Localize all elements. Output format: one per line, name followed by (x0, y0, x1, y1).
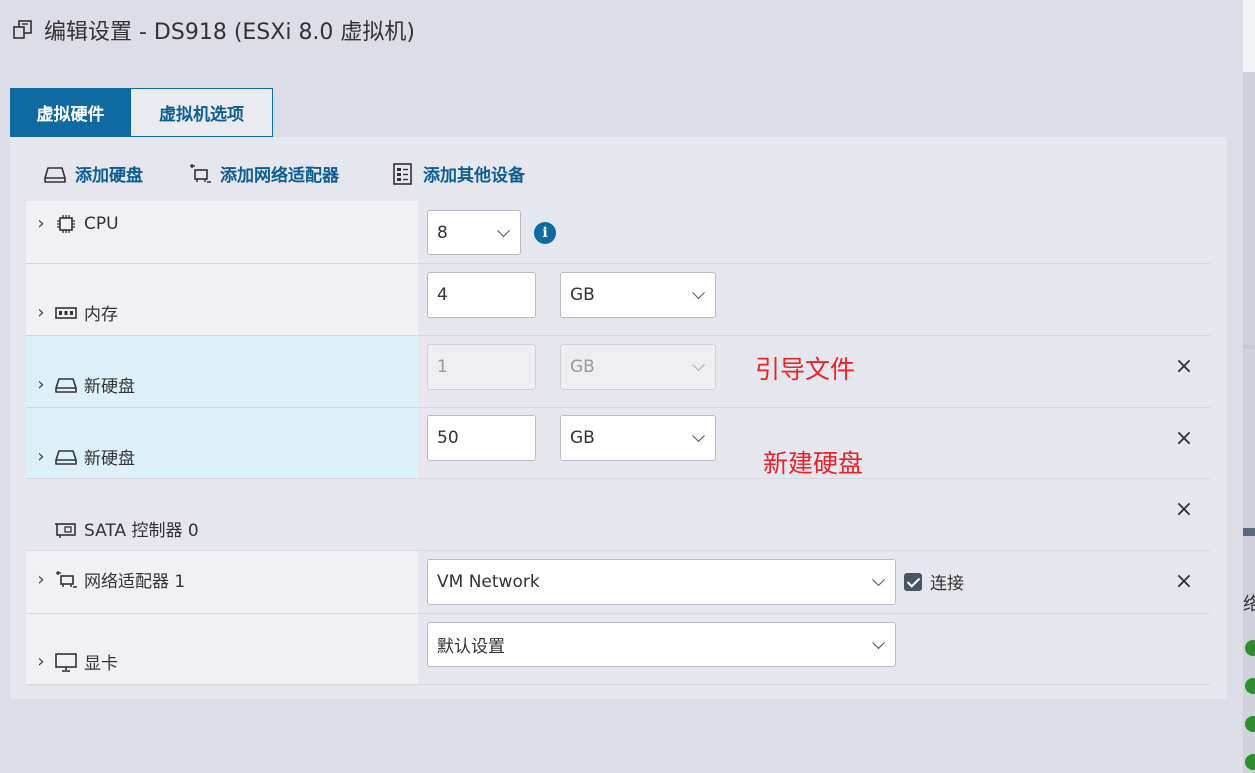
row-label-memory[interactable]: › 内存 (34, 300, 118, 325)
disk-2-unit-value: GB (570, 428, 595, 448)
table-row-disk-1: › 新硬盘 1 GB 引导文件 × (26, 336, 1210, 408)
tab-vm-options[interactable]: 虚拟机选项 (131, 88, 273, 137)
memory-unit-value: GB (570, 285, 595, 305)
chevron-down-icon (692, 429, 705, 443)
new-disk-annotation: 新建硬盘 (763, 449, 864, 478)
chevron-down-icon (872, 635, 885, 649)
row-label-disk-2[interactable]: › 新硬盘 (34, 444, 135, 469)
table-row-memory: › 内存 4 GB (26, 264, 1210, 336)
cpu-count-select[interactable]: 8 (427, 210, 521, 255)
memory-size-input[interactable]: 4 (427, 272, 536, 318)
status-ok-icon (1245, 754, 1255, 770)
disk-1-size-value: 1 (437, 357, 448, 377)
disk-1-label: 新硬盘 (84, 377, 135, 397)
other-device-icon (391, 162, 415, 185)
hard-disk-icon (54, 447, 78, 467)
network-adapter-label: 网络适配器 1 (84, 572, 186, 592)
dialog-header: 编辑设置 - DS918 (ESXi 8.0 虚拟机) (12, 14, 415, 46)
table-row-display: › 显卡 默认设置 (26, 614, 1210, 685)
disk-1-unit-value: GB (570, 357, 595, 377)
network-select-value: VM Network (437, 572, 540, 592)
close-icon[interactable]: × (1174, 354, 1194, 379)
row-label-sata-controller: SATA 控制器 0 (34, 516, 199, 541)
cpu-count-value: 8 (437, 222, 448, 243)
hard-disk-icon (54, 375, 78, 395)
row-label-disk-1[interactable]: › 新硬盘 (34, 372, 135, 397)
disk-2-size-input[interactable]: 50 (427, 415, 536, 461)
table-row-network-adapter: › 网络适配器 1 VM Network (26, 551, 1210, 614)
vm-settings-icon (12, 19, 34, 41)
tab-virtual-hardware[interactable]: 虚拟硬件 (10, 88, 131, 137)
close-icon[interactable]: × (1174, 497, 1194, 522)
table-row-sata-controller: SATA 控制器 0 × (26, 479, 1210, 551)
disk-1-unit-select[interactable]: GB (560, 344, 716, 390)
status-ok-icon (1245, 716, 1255, 732)
disk-2-unit-select[interactable]: GB (560, 415, 716, 461)
sata-controller-label: SATA 控制器 0 (84, 521, 199, 541)
close-icon[interactable]: × (1174, 426, 1194, 451)
chevron-right-icon[interactable]: › (37, 213, 45, 234)
chevron-right-icon[interactable]: › (37, 374, 45, 395)
disk-2-label: 新硬盘 (84, 449, 135, 469)
memory-icon (54, 303, 78, 323)
cpu-icon (54, 214, 78, 234)
chevron-down-icon (497, 223, 510, 237)
hardware-toolbar: 添加硬盘 添加网络适配器 (43, 161, 525, 186)
status-ok-icon (1245, 640, 1255, 656)
cpu-label: CPU (84, 213, 119, 234)
row-label-display[interactable]: › 显卡 (34, 649, 118, 674)
network-adapter-icon (54, 570, 78, 590)
network-select[interactable]: VM Network (427, 559, 896, 605)
add-network-adapter-label: 添加网络适配器 (220, 166, 339, 186)
chevron-right-icon[interactable]: › (37, 446, 45, 467)
chevron-down-icon (692, 286, 705, 300)
background-window-strip: 络 (1243, 0, 1255, 773)
chevron-right-icon[interactable]: › (37, 569, 45, 590)
hard-disk-icon (43, 163, 67, 185)
hardware-panel: 添加硬盘 添加网络适配器 (10, 137, 1227, 699)
network-adapter-icon (188, 163, 212, 185)
display-settings-value: 默认设置 (437, 637, 505, 657)
memory-label: 内存 (84, 305, 118, 325)
dialog-title: 编辑设置 - DS918 (ESXi 8.0 虚拟机) (44, 20, 416, 45)
table-row-disk-2: › 新硬盘 50 GB 新建硬盘 × (26, 408, 1210, 479)
add-other-device-button[interactable]: 添加其他设备 (391, 161, 525, 186)
memory-unit-select[interactable]: GB (560, 272, 716, 318)
table-row-cpu: › CPU 8 i (26, 201, 1210, 264)
storage-controller-icon (54, 519, 78, 539)
display-label: 显卡 (84, 654, 118, 674)
chevron-right-icon[interactable]: › (37, 302, 45, 323)
disk-1-size-input[interactable]: 1 (427, 344, 536, 390)
connect-label: 连接 (930, 574, 964, 594)
row-label-cpu[interactable]: › CPU (34, 213, 119, 234)
info-icon[interactable]: i (534, 222, 556, 244)
chevron-right-icon[interactable]: › (37, 651, 45, 672)
boot-file-annotation: 引导文件 (755, 355, 856, 384)
add-disk-button[interactable]: 添加硬盘 (43, 161, 143, 186)
chevron-down-icon (872, 573, 885, 587)
checkbox-checked-icon[interactable] (904, 572, 922, 591)
background-text: 络 (1243, 594, 1255, 615)
tab-bar: 虚拟硬件 虚拟机选项 (10, 88, 273, 137)
memory-size-value: 4 (437, 285, 448, 305)
add-disk-label: 添加硬盘 (75, 166, 143, 186)
row-label-network-adapter[interactable]: › 网络适配器 1 (34, 567, 185, 592)
status-ok-icon (1245, 678, 1255, 694)
hardware-table: › CPU 8 i (26, 201, 1210, 685)
display-settings-select[interactable]: 默认设置 (427, 622, 896, 667)
disk-2-size-value: 50 (437, 428, 459, 448)
add-network-adapter-button[interactable]: 添加网络适配器 (188, 161, 339, 186)
connect-checkbox[interactable]: 连接 (904, 569, 964, 594)
add-other-device-label: 添加其他设备 (423, 166, 525, 186)
monitor-icon (54, 652, 78, 672)
close-icon[interactable]: × (1174, 569, 1194, 594)
chevron-down-icon (692, 358, 705, 372)
